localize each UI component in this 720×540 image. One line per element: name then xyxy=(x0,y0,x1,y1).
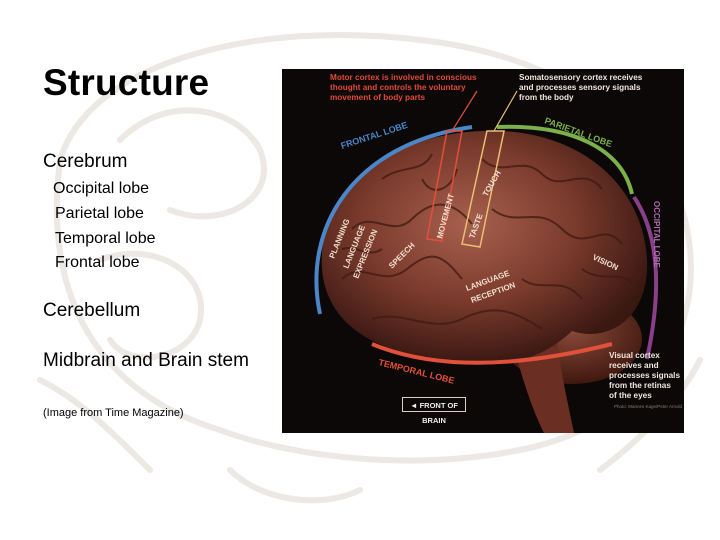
visual-cortex-note: Visual cortex receives and processes sig… xyxy=(609,351,680,400)
list-item-cerebellum: Cerebellum xyxy=(43,300,141,321)
brain-diagram-image: FRONTAL LOBE PARIETAL LOBE OCCIPITAL LOB… xyxy=(282,69,684,433)
list-item-parietal-lobe: Parietal lobe xyxy=(55,205,144,222)
somatosensory-cortex-note: Somatosensory cortex receives and proces… xyxy=(519,73,643,102)
list-item-temporal-lobe: Temporal lobe xyxy=(55,230,156,247)
list-item-occipital-lobe: Occipital lobe xyxy=(53,180,150,197)
arrow-left-icon: ◄ xyxy=(410,401,418,410)
brain-illustration: FRONTAL LOBE PARIETAL LOBE OCCIPITAL LOB… xyxy=(314,90,661,433)
list-item-cerebrum: Cerebrum xyxy=(43,151,128,172)
list-item-frontal-lobe: Frontal lobe xyxy=(55,254,140,271)
motor-cortex-note: Motor cortex is involved in conscious th… xyxy=(330,73,477,102)
occipital-lobe-label: OCCIPITAL LOBE xyxy=(652,201,661,268)
list-item-midbrain-brain-stem: Midbrain and Brain stem xyxy=(43,350,249,371)
frontal-lobe-label: FRONTAL LOBE xyxy=(340,120,409,151)
image-caption: (Image from Time Magazine) xyxy=(43,407,184,419)
photo-credit: Photo: Mannes Kage/Peter Arnold xyxy=(614,404,683,409)
front-of-brain-label: ◄ FRONT OF BRAIN xyxy=(402,397,466,425)
slide-title: Structure xyxy=(43,62,210,103)
